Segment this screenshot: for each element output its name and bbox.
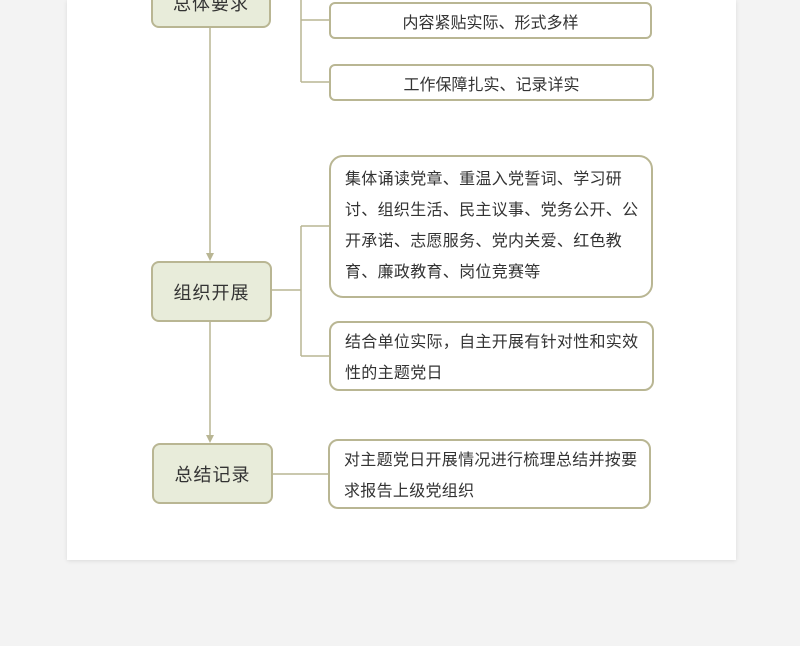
detail-text: 内容紧贴实际、形式多样 bbox=[402, 12, 579, 32]
detail-box: 结合单位实际，自主开展有针对性和实效性的主题党日 bbox=[329, 321, 654, 391]
flow-arrow-1 bbox=[206, 253, 214, 261]
detail-text: 集体诵读党章、重温入党誓词、学习研讨、组织生活、民主议事、党务公开、公开承诺、志… bbox=[345, 169, 639, 281]
detail-text: 工作保障扎实、记录详实 bbox=[403, 74, 580, 94]
stage-label: 组织开展 bbox=[173, 282, 250, 304]
stage-label: 总体要求 bbox=[173, 0, 249, 15]
document-page: 总体要求 组织开展 总结记录 内容紧贴实际、形式多样 工作保障扎实、记录详实 集… bbox=[67, 0, 736, 560]
stage-node-requirements: 总体要求 bbox=[151, 0, 271, 28]
stage-node-summary: 总结记录 bbox=[152, 443, 273, 504]
flow-arrow-2 bbox=[206, 435, 214, 443]
stage-node-organize: 组织开展 bbox=[151, 261, 272, 322]
detail-box: 内容紧贴实际、形式多样 bbox=[329, 2, 652, 39]
connector-lines bbox=[206, 0, 329, 475]
detail-box: 工作保障扎实、记录详实 bbox=[329, 64, 654, 101]
stage-label: 总结记录 bbox=[174, 464, 251, 486]
detail-box: 对主题党日开展情况进行梳理总结并按要求报告上级党组织 bbox=[328, 439, 651, 509]
detail-box: 集体诵读党章、重温入党誓词、学习研讨、组织生活、民主议事、党务公开、公开承诺、志… bbox=[329, 155, 653, 298]
detail-text: 对主题党日开展情况进行梳理总结并按要求报告上级党组织 bbox=[344, 450, 638, 500]
detail-text: 结合单位实际，自主开展有针对性和实效性的主题党日 bbox=[345, 332, 639, 382]
